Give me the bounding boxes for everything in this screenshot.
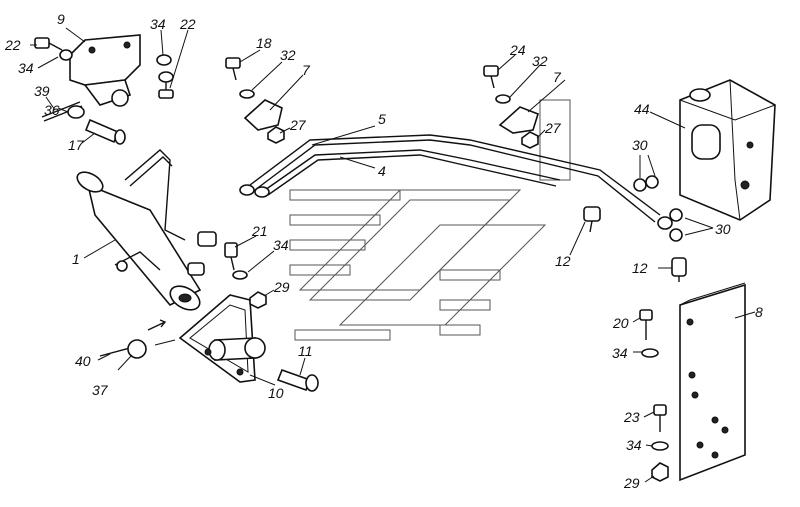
nut-part-29-right (651, 462, 669, 482)
label-37: 37 (92, 382, 109, 398)
washer-part-36 (67, 105, 85, 119)
label-9: 9 (57, 11, 65, 27)
leader-lines (30, 27, 756, 483)
washer-part-37 (127, 339, 147, 359)
label-22-right: 22 (179, 16, 196, 32)
hydraulic-unit-part-44 (679, 79, 776, 221)
nut-part-27-right (521, 131, 539, 149)
label-18: 18 (256, 35, 272, 51)
label-11: 11 (298, 343, 313, 359)
dash-guide (154, 339, 176, 346)
label-29-right: 29 (623, 475, 640, 491)
bolt-part-22-right (156, 54, 174, 99)
bolt-part-24 (483, 65, 499, 89)
label-34-center: 34 (273, 237, 289, 253)
label-32-left: 32 (280, 47, 296, 63)
washer-part-30-a (633, 178, 647, 192)
plate-part-8 (679, 282, 746, 482)
hydraulic-cylinder-part-1 (76, 149, 217, 311)
pipe-fitting-left-a (239, 184, 255, 196)
label-10: 10 (268, 385, 284, 401)
label-27-left: 27 (289, 117, 307, 133)
label-20: 20 (612, 315, 629, 331)
bracket-part-10 (178, 294, 266, 383)
nut-part-29-center (249, 291, 267, 309)
label-12-top: 12 (555, 253, 571, 269)
label-39: 39 (34, 83, 50, 99)
label-1: 1 (72, 251, 80, 267)
label-4: 4 (378, 163, 386, 179)
watermark-logo (289, 99, 571, 341)
label-27-right: 27 (544, 120, 562, 136)
pin-part-11 (276, 368, 319, 392)
banjo-bolt-part-12-top (583, 206, 601, 233)
label-34-top: 34 (150, 16, 166, 32)
label-32-right: 32 (532, 53, 548, 69)
pipe-fitting-left-b (254, 186, 270, 198)
nut-part-27-left (267, 126, 285, 144)
part-labels: 9 22 34 34 22 39 36 17 1 18 32 7 27 5 4 … (4, 11, 763, 491)
label-17: 17 (68, 137, 85, 153)
clamp-part-7-left (243, 99, 283, 131)
washer-part-32-right (495, 94, 511, 104)
label-5: 5 (378, 111, 386, 127)
washer-part-34-right-a (641, 348, 659, 358)
label-30-top: 30 (632, 137, 648, 153)
label-30-right: 30 (715, 221, 731, 237)
bolt-part-22-left (34, 37, 73, 61)
label-21: 21 (251, 223, 268, 239)
label-36: 36 (44, 102, 60, 118)
label-8: 8 (755, 304, 763, 320)
washer-part-30-b (645, 175, 659, 189)
washer-part-32-left (239, 89, 255, 99)
pipe-part-5 (249, 134, 661, 223)
washer-part-30-d (669, 228, 683, 242)
direction-arrow (147, 319, 167, 331)
label-34-left: 34 (18, 60, 34, 76)
pipe-fitting-right (657, 216, 673, 230)
clamp-part-7-right (498, 106, 539, 134)
label-40: 40 (75, 353, 91, 369)
label-34-right-a: 34 (612, 345, 628, 361)
label-12-right: 12 (632, 260, 648, 276)
label-7-right: 7 (553, 69, 562, 85)
screw-part-40 (99, 347, 131, 357)
bolt-part-21 (224, 242, 238, 271)
washer-part-34-right-b (651, 441, 669, 451)
bracket-part-9 (69, 34, 141, 107)
pipe-part-4 (264, 149, 561, 196)
pin-part-17 (84, 118, 126, 145)
label-44: 44 (634, 101, 650, 117)
washer-part-30-c (669, 208, 683, 222)
label-24: 24 (509, 42, 526, 58)
washer-part-34-center (232, 270, 248, 280)
label-23: 23 (623, 409, 640, 425)
bolt-part-23 (653, 404, 667, 432)
bolt-part-20 (639, 309, 653, 340)
bolt-part-18 (225, 57, 241, 81)
banjo-bolt-part-12-right (671, 257, 687, 282)
label-7-left: 7 (302, 62, 311, 78)
label-34-right-b: 34 (626, 437, 642, 453)
label-22-left: 22 (4, 37, 21, 53)
label-29-center: 29 (273, 279, 290, 295)
